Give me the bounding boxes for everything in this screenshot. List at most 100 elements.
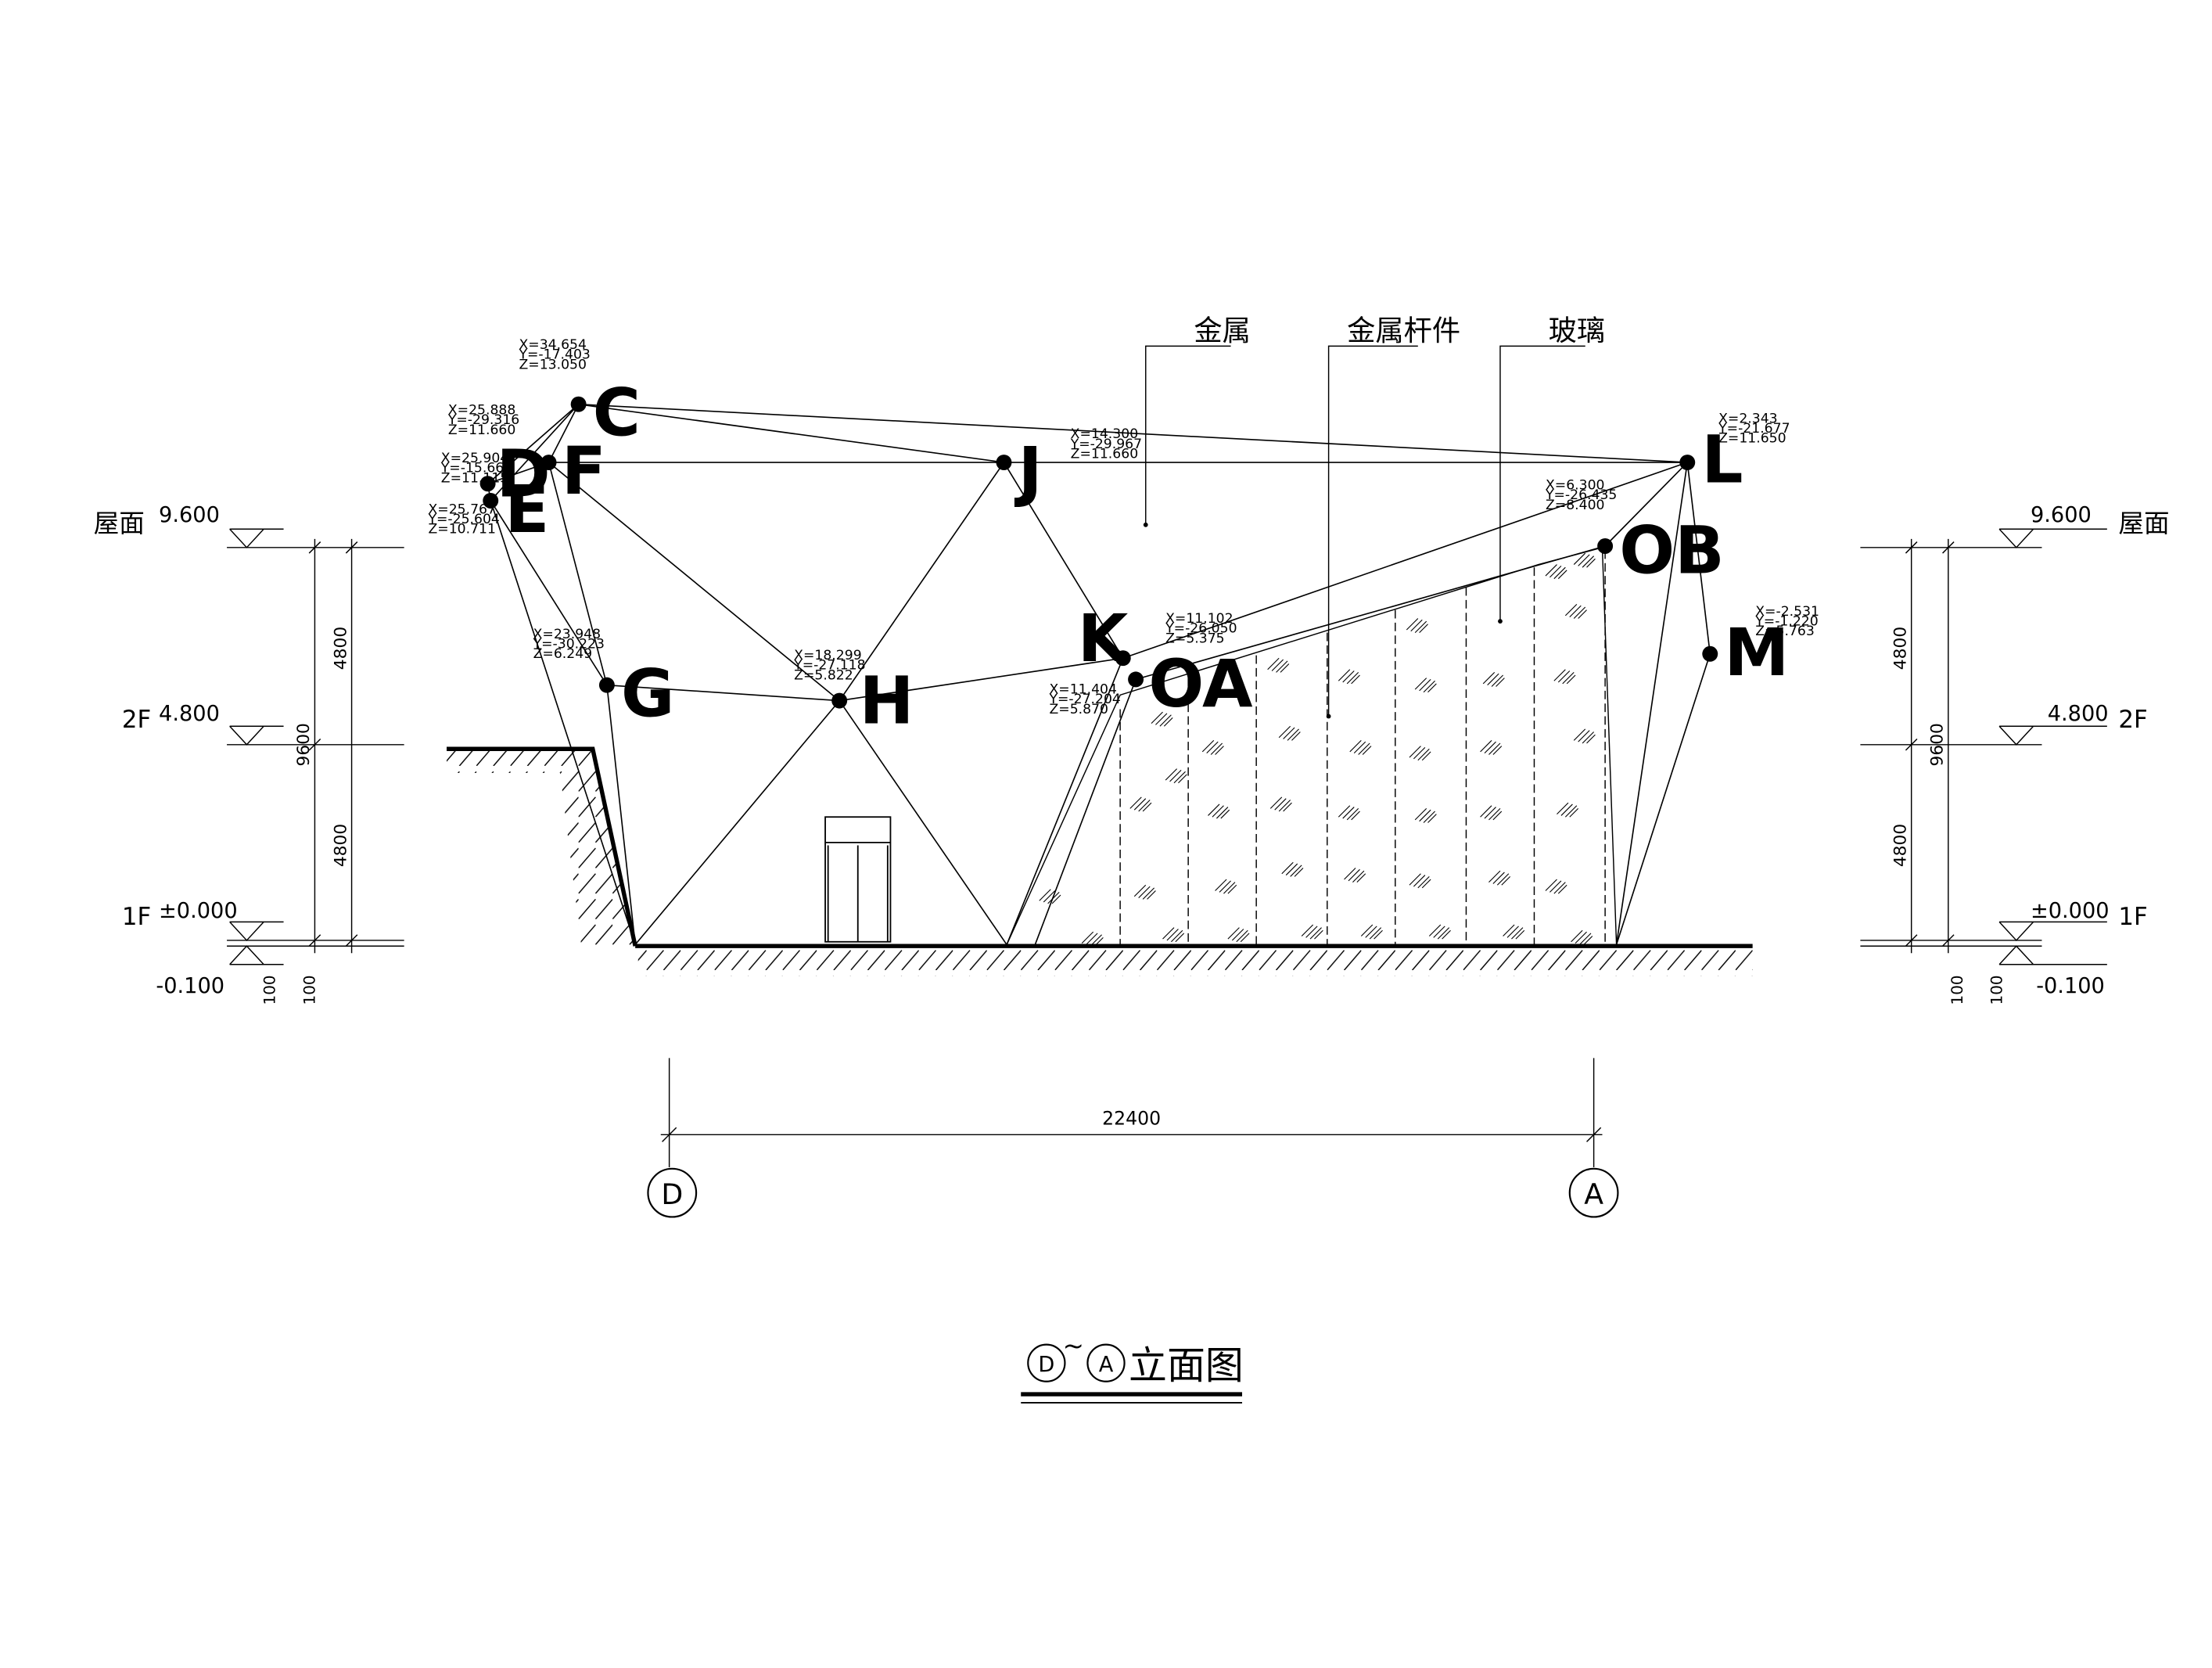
- axis-bubble-d: D: [647, 1167, 698, 1218]
- svg-text:X=25.888: X=25.888: [448, 402, 515, 418]
- svg-text:Z=11.115: Z=11.115: [441, 470, 508, 486]
- svg-text:Y=-21.677: Y=-21.677: [1718, 421, 1790, 437]
- node-ob-label: OB: [1619, 512, 1724, 588]
- node-j: J X=14.300 Y=-29.967 Z=11.660: [996, 426, 1142, 509]
- svg-text:Y=-26.435: Y=-26.435: [1545, 487, 1617, 503]
- node-l-label: L: [1701, 422, 1743, 498]
- node-m: M X=-2.531 Y=-1.220 Z=5.763: [1702, 604, 1819, 691]
- svg-text:Y=-25.604: Y=-25.604: [427, 512, 499, 527]
- level-left-roof-value: 9.600: [159, 503, 220, 527]
- svg-text:Z=13.050: Z=13.050: [519, 357, 586, 372]
- callout-metal-members-label: 金属杆件: [1347, 314, 1460, 347]
- svg-text:Z=6.249: Z=6.249: [533, 646, 593, 662]
- level-marks-left: 屋面 9.600 2F 4.800 1F ±0.000 -0.100 4800 …: [94, 503, 404, 1005]
- dim-right-small-b: 100: [1988, 975, 2006, 1005]
- level-left-2f-name: 2F: [122, 706, 151, 734]
- axis-bubble-a: A: [1568, 1167, 1619, 1218]
- svg-text:X=2.343: X=2.343: [1718, 411, 1778, 426]
- node-h: H X=18.299 Y=-27.118 Z=5.822: [793, 648, 914, 739]
- title-text: 立面图: [1129, 1343, 1244, 1388]
- dim-right-small-a: 100: [1948, 975, 1966, 1005]
- level-right-1f-value: ±0.000: [2031, 899, 2110, 923]
- node-oa-label: OA: [1148, 646, 1253, 722]
- svg-text:Z=11.660: Z=11.660: [1071, 447, 1138, 462]
- node-ob: OB X=6.300 Y=-26.435 Z=8.400: [1545, 477, 1725, 588]
- svg-text:Y=-15.660: Y=-15.660: [440, 461, 512, 476]
- node-d: D X=25.904 Y=-15.660 Z=11.115: [440, 437, 551, 512]
- overall-dimension-value: 22400: [1102, 1108, 1161, 1130]
- level-left-basement-value: -0.100: [156, 974, 224, 998]
- level-left-1f-value: ±0.000: [159, 899, 238, 923]
- svg-text:Y=-29.316: Y=-29.316: [447, 412, 519, 428]
- svg-text:Y=-26.050: Y=-26.050: [1165, 621, 1237, 637]
- callout-metal-label: 金属: [1194, 314, 1251, 347]
- dim-left-small-b: 100: [300, 975, 318, 1005]
- material-callouts: 金属 金属杆件 玻璃: [1143, 314, 1605, 719]
- svg-text:Z=8.400: Z=8.400: [1546, 498, 1605, 513]
- svg-text:Z=5.822: Z=5.822: [794, 667, 853, 683]
- node-d-label: D: [496, 437, 550, 512]
- svg-text:Z=5.375: Z=5.375: [1165, 631, 1225, 646]
- callout-metal: 金属: [1143, 314, 1251, 527]
- title-axis-from: D: [1038, 1353, 1054, 1377]
- drawing-title: D ~ A 立面图: [1021, 1331, 1244, 1404]
- node-k: K X=11.404 Y=-27.204 Z=5.870: [1048, 601, 1130, 717]
- callout-glass-label: 玻璃: [1549, 314, 1606, 347]
- svg-text:X=18.299: X=18.299: [794, 648, 861, 663]
- glass-wall: [1005, 546, 1618, 947]
- svg-text:X=34.654: X=34.654: [519, 337, 586, 353]
- svg-text:Z=5.870: Z=5.870: [1049, 702, 1108, 717]
- node-oa: OA X=11.102 Y=-26.050 Z=5.375: [1128, 611, 1253, 722]
- dim-left-total: 9600: [294, 723, 314, 766]
- title-axis-to: A: [1099, 1353, 1114, 1377]
- svg-text:Z=11.650: Z=11.650: [1718, 431, 1786, 447]
- level-left-roof-name: 屋面: [94, 509, 145, 538]
- node-f-label: F: [562, 433, 606, 509]
- svg-text:X=25.904: X=25.904: [441, 451, 508, 466]
- dim-right-upper: 4800: [1891, 627, 1910, 670]
- svg-text:Z=10.711: Z=10.711: [428, 522, 495, 537]
- title-tilde: ~: [1063, 1331, 1084, 1361]
- node-e: E X=25.767 Y=-25.604 Z=10.711: [427, 472, 549, 548]
- ground: [447, 746, 1753, 976]
- svg-text:X=-2.531: X=-2.531: [1755, 604, 1819, 620]
- level-right-1f-name: 1F: [2118, 903, 2147, 931]
- svg-text:Z=11.660: Z=11.660: [448, 422, 515, 438]
- svg-text:Y=-27.204: Y=-27.204: [1048, 692, 1120, 707]
- callout-glass: 玻璃: [1498, 314, 1605, 624]
- axis-bubble-a-label: A: [1584, 1177, 1603, 1211]
- dim-left-lower: 4800: [331, 824, 350, 867]
- dim-left-small-a: 100: [260, 975, 279, 1005]
- node-h-label: H: [860, 663, 914, 739]
- svg-text:Y=-1.220: Y=-1.220: [1754, 614, 1818, 630]
- level-left-2f-value: 4.800: [159, 702, 220, 726]
- node-j-label: J: [1014, 433, 1043, 509]
- node-c-label: C: [593, 376, 641, 451]
- svg-text:Y=-17.403: Y=-17.403: [518, 347, 590, 363]
- level-right-basement-value: -0.100: [2036, 974, 2105, 998]
- node-e-label: E: [505, 472, 549, 548]
- node-f: F X=25.888 Y=-29.316 Z=11.660: [447, 402, 606, 509]
- dim-right-total: 9600: [1928, 723, 1948, 766]
- callout-metal-members: 金属杆件: [1326, 314, 1460, 719]
- level-left-1f-name: 1F: [122, 903, 151, 931]
- node-l: L X=2.343 Y=-21.677 Z=11.650: [1679, 411, 1790, 498]
- level-right-roof-name: 屋面: [2118, 509, 2169, 538]
- level-marks-right: 9.600 屋面 4.800 2F ±0.000 1F -0.100 4800 …: [1860, 503, 2170, 1005]
- svg-text:Y=-27.118: Y=-27.118: [793, 658, 865, 674]
- svg-text:Z=5.763: Z=5.763: [1755, 624, 1815, 639]
- svg-text:X=25.767: X=25.767: [428, 501, 495, 517]
- dim-left-upper: 4800: [331, 627, 350, 670]
- svg-text:X=14.300: X=14.300: [1071, 426, 1138, 442]
- structural-nodes: C X=34.654 Y=-17.403 Z=13.050 D X=25.904…: [427, 337, 1819, 739]
- node-k-label: K: [1078, 601, 1131, 677]
- entrance-door: [824, 816, 892, 943]
- svg-text:X=11.404: X=11.404: [1049, 682, 1116, 698]
- facet-lines: [487, 403, 1711, 945]
- dim-right-lower: 4800: [1891, 824, 1910, 867]
- node-c: C X=34.654 Y=-17.403 Z=13.050: [518, 337, 640, 451]
- overall-dimension: 22400: [660, 1058, 1603, 1168]
- axis-bubble-d-label: D: [661, 1177, 683, 1211]
- level-right-roof-value: 9.600: [2031, 503, 2092, 527]
- level-right-2f-name: 2F: [2118, 706, 2147, 734]
